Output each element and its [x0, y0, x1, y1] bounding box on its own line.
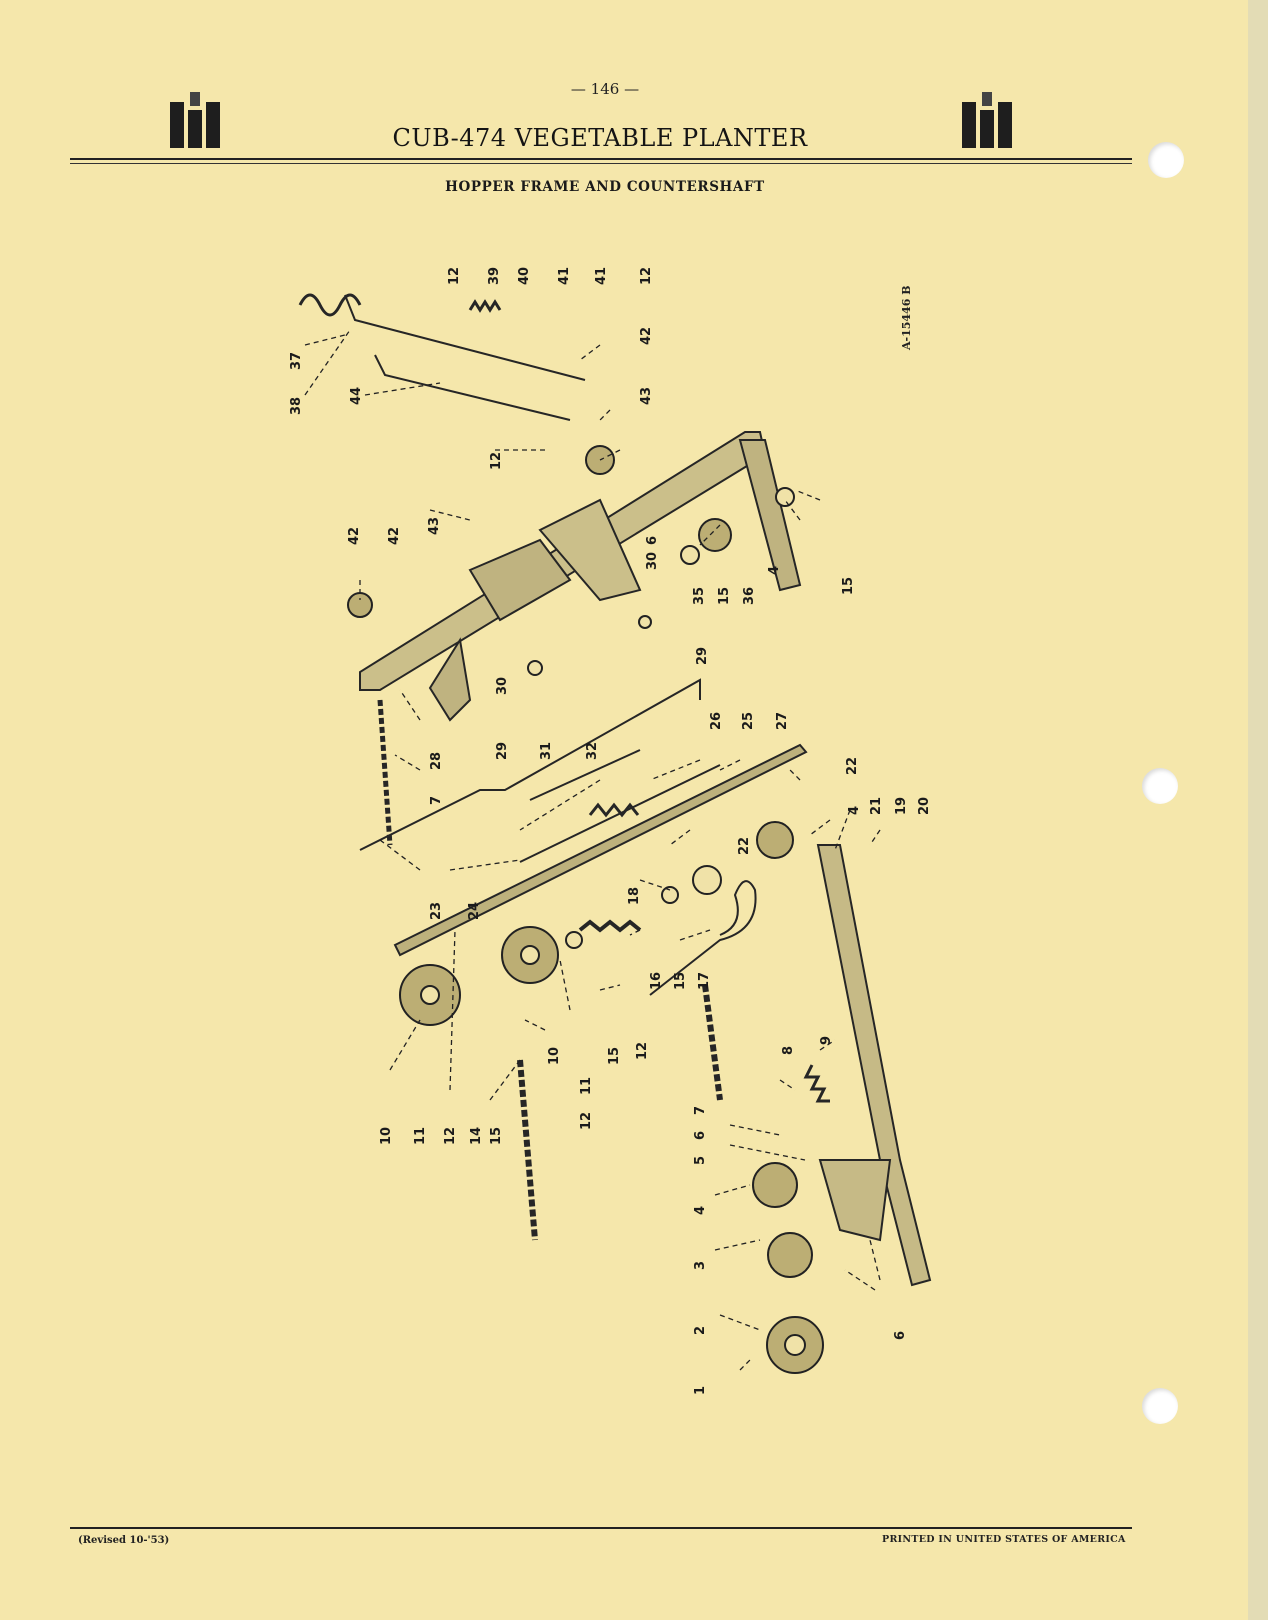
callout-34: 36 [742, 587, 757, 605]
callout-18: 18 [627, 887, 642, 905]
callout-20: 20 [917, 797, 932, 815]
callout-12: 12 [489, 452, 504, 470]
callout-11: 11 [579, 1077, 594, 1095]
callout-30: 30 [495, 677, 510, 695]
callout-27: 27 [775, 712, 790, 730]
callout-28: 28 [429, 752, 444, 770]
callout-35: 37 [289, 352, 304, 370]
callout-14: 15 [489, 1127, 504, 1145]
callout-29: 29 [695, 647, 710, 665]
callout-43: 43 [427, 517, 442, 535]
callout-22: 22 [737, 837, 752, 855]
callout-30: 30 [645, 552, 660, 570]
callout-31: 31 [539, 742, 554, 760]
callout-1: 1 [693, 1386, 708, 1395]
callout-19: 19 [894, 797, 909, 815]
header-rule-thin [70, 163, 1132, 164]
callout-4: 4 [693, 1206, 708, 1215]
callout-12: 12 [447, 267, 462, 285]
callout-17: 17 [697, 972, 712, 990]
callout-7: 7 [429, 796, 444, 805]
callout-11: 11 [413, 1127, 428, 1145]
callout-12: 12 [635, 1042, 650, 1060]
callout-16: 16 [649, 972, 664, 990]
callout-15: 15 [673, 972, 688, 990]
callout-42: 42 [387, 527, 402, 545]
callout-26: 26 [709, 712, 724, 730]
callout-15: 15 [717, 587, 732, 605]
callout-12: 12 [639, 267, 654, 285]
callout-38: 40 [517, 267, 532, 285]
page-title: CUB-474 VEGETABLE PLANTER [392, 124, 808, 152]
callout-32: 32 [585, 742, 600, 760]
page-number: — 146 — [570, 80, 640, 98]
revision-note: (Revised 10-'53) [78, 1535, 170, 1546]
callout-5: 5 [693, 1156, 708, 1165]
callout-9: 9 [819, 1036, 834, 1045]
binder-hole [1142, 768, 1178, 804]
callout-6: 6 [645, 536, 660, 545]
IH-logo-icon [962, 92, 1012, 148]
callout-6: 6 [693, 1131, 708, 1140]
callout-40: 41 [557, 267, 572, 285]
callout-41: 42 [639, 327, 654, 345]
callout-13: 14 [469, 1127, 484, 1145]
callout-33: 35 [692, 587, 707, 605]
callout-6: 6 [893, 1331, 908, 1340]
callout-4: 4 [847, 806, 862, 815]
callout-21: 21 [869, 797, 884, 815]
callout-29: 29 [495, 742, 510, 760]
binder-hole [1142, 1388, 1178, 1424]
callout-15: 15 [841, 577, 856, 595]
callout-39: 41 [594, 267, 609, 285]
callout-22: 22 [845, 757, 860, 775]
callout-42: 43 [639, 387, 654, 405]
callout-10: 10 [547, 1047, 562, 1065]
callout-41: 42 [347, 527, 362, 545]
printed-in-note: PRINTED IN UNITED STATES OF AMERICA [882, 1534, 1126, 1545]
header-rule [70, 158, 1132, 160]
callout-37: 39 [487, 267, 502, 285]
exploded-parts-diagram: 37 38 44 12 39 40 41 41 12 42 43 12 42 4… [289, 267, 932, 1395]
callout-4: 4 [767, 566, 782, 575]
callout-12: 12 [443, 1127, 458, 1145]
callout-44: 44 [349, 387, 364, 405]
callout-8: 8 [781, 1046, 796, 1055]
callout-7: 7 [693, 1106, 708, 1115]
callout-10: 10 [379, 1127, 394, 1145]
callout-25: 25 [741, 712, 756, 730]
callout-3: 3 [693, 1261, 708, 1270]
footer-rule [70, 1527, 1132, 1529]
callout-15: 15 [607, 1047, 622, 1065]
callout-24: 24 [467, 902, 482, 920]
callout-12: 12 [579, 1112, 594, 1130]
binder-hole [1148, 142, 1184, 178]
section-subtitle: HOPPER FRAME AND COUNTERSHAFT [445, 179, 765, 195]
callout-36: 38 [289, 397, 304, 415]
background-edge [1248, 0, 1268, 1620]
callout-2: 2 [693, 1326, 708, 1335]
callout-23: 23 [429, 902, 444, 920]
IH-logo-icon [170, 92, 220, 148]
